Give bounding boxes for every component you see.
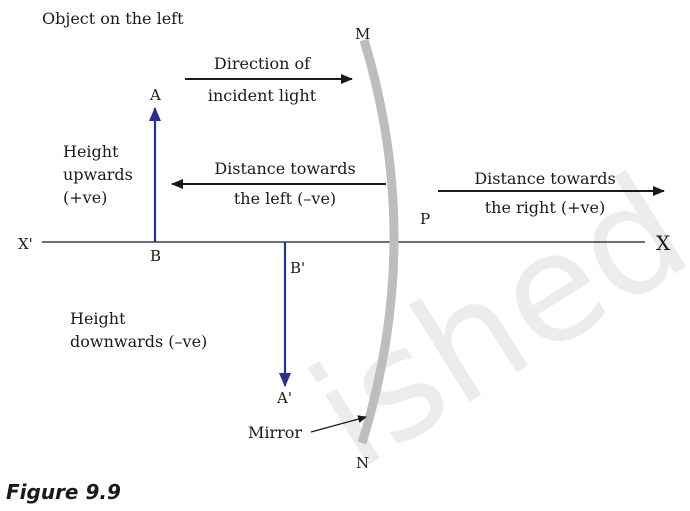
- height-up-label-1: Height: [63, 142, 119, 161]
- height-down-label-1: Height: [70, 309, 126, 328]
- distance-left-label-2: the left (–ve): [234, 189, 336, 208]
- distance-right-label-2: the right (+ve): [485, 198, 606, 217]
- point-m-label: M: [355, 25, 370, 43]
- point-b-prime-label: B': [290, 259, 305, 277]
- height-down-label-2: downwards (–ve): [70, 332, 207, 351]
- object-left-label: Object on the left: [42, 9, 184, 28]
- point-x-label: X: [656, 231, 671, 255]
- mirror-shape: [357, 38, 399, 445]
- watermark-text: ished: [283, 142, 690, 503]
- point-a-prime-label: A': [276, 389, 292, 407]
- mirror-pointer: [310, 415, 367, 433]
- point-n-label: N: [356, 454, 369, 472]
- point-a-label: A: [149, 86, 161, 104]
- height-up-label-2: upwards: [63, 165, 133, 184]
- direction-label-2: incident light: [208, 86, 317, 105]
- figure-caption: Figure 9.9: [6, 480, 121, 504]
- point-x-prime-label: X': [18, 235, 33, 253]
- distance-right-label-1: Distance towards: [474, 169, 615, 188]
- height-up-label-3: (+ve): [63, 188, 107, 207]
- mirror-label: Mirror: [248, 423, 302, 442]
- point-p-label: P: [420, 210, 430, 228]
- direction-label-1: Direction of: [214, 54, 311, 73]
- distance-left-label-1: Distance towards: [214, 159, 355, 178]
- point-b-label: B: [150, 247, 161, 265]
